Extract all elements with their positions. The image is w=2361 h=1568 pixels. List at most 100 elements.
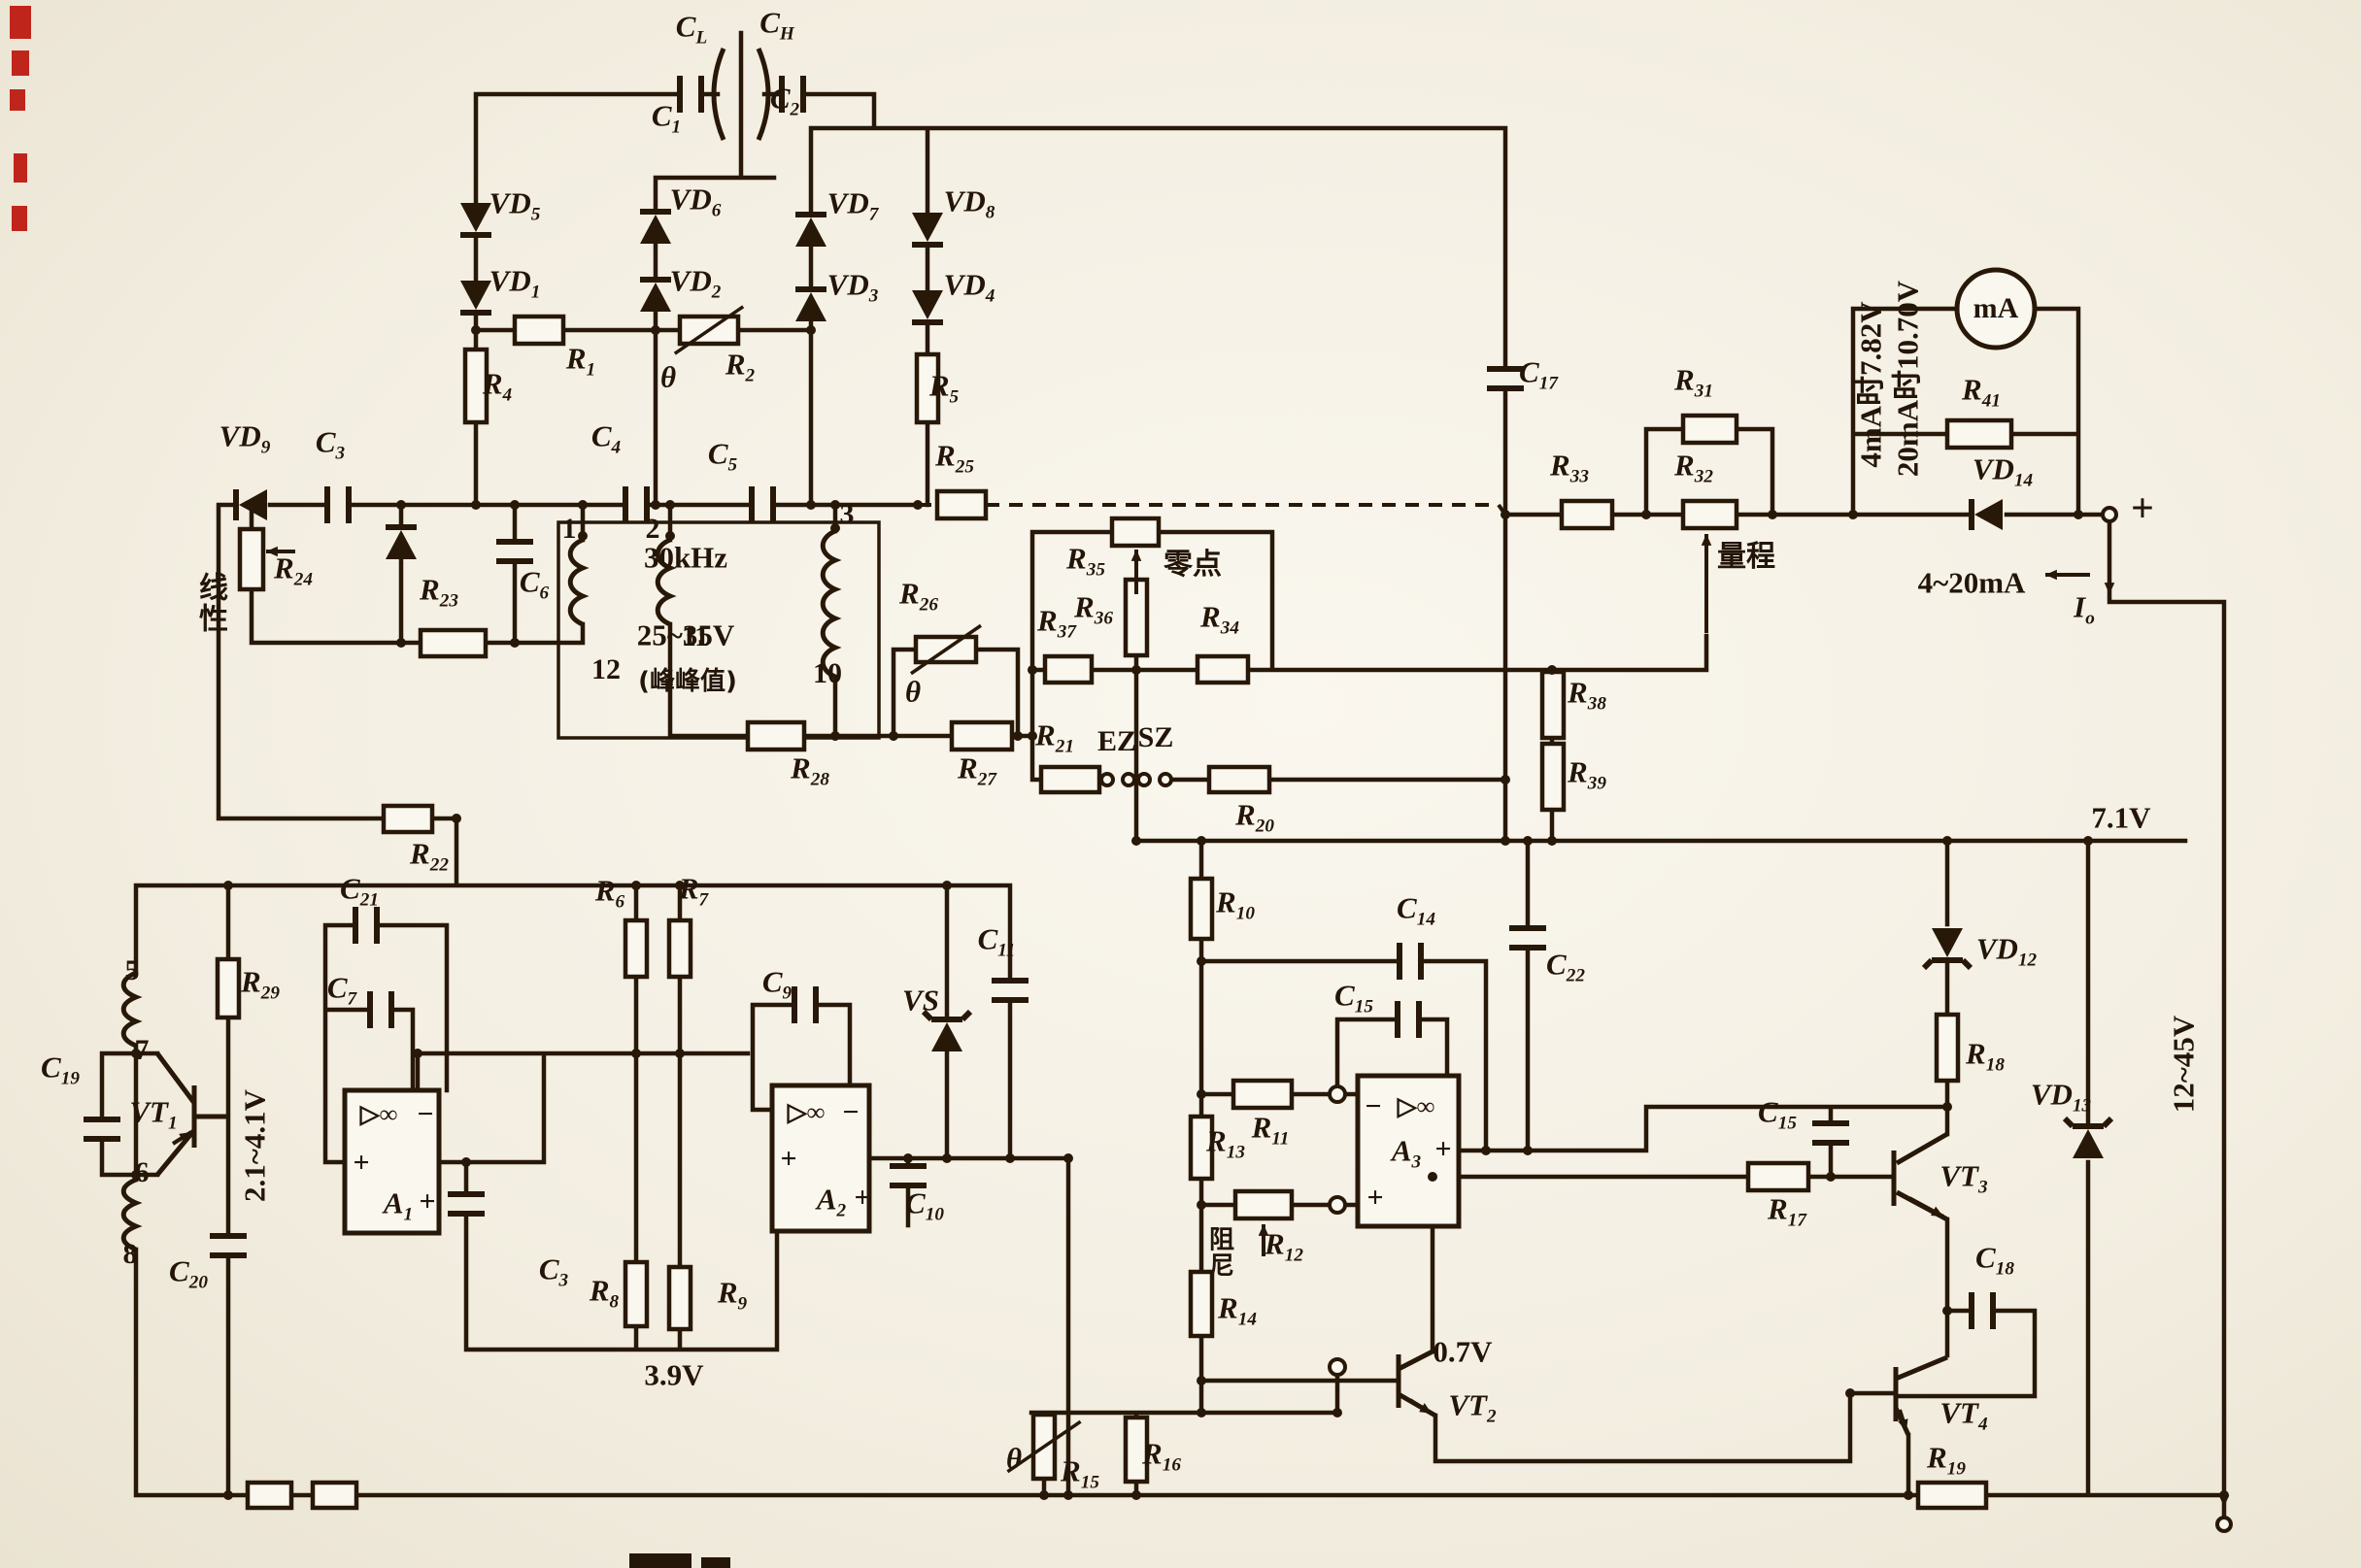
resistor-R6 bbox=[623, 917, 650, 980]
junction-dot-13 bbox=[396, 638, 406, 648]
arrow-wiper-R12 bbox=[1258, 1224, 1269, 1256]
junction-dot-42 bbox=[1768, 510, 1777, 519]
label-VT-1: VT1 bbox=[129, 1094, 178, 1134]
label-R-13: R13 bbox=[1206, 1123, 1245, 1163]
resistor-R31 bbox=[1680, 413, 1739, 446]
diode-VD13 bbox=[2062, 1116, 2114, 1158]
label-SZ: SZ bbox=[1137, 721, 1174, 753]
transformer-box bbox=[557, 520, 881, 740]
junction-dot-35 bbox=[1501, 775, 1510, 784]
label-A1-minus: − bbox=[417, 1098, 434, 1130]
capacitor-C7 bbox=[367, 991, 394, 1028]
junction-dot-46 bbox=[2083, 836, 2093, 846]
label-osc-note: (峰峰值) bbox=[638, 667, 737, 696]
resistor-R5 bbox=[914, 351, 941, 425]
junction-dot-22 bbox=[675, 1049, 685, 1058]
label-R-31: R31 bbox=[1674, 362, 1713, 402]
junction-dot-2 bbox=[806, 325, 816, 335]
diode-VD5 bbox=[460, 203, 491, 238]
label-pin-10: 10 bbox=[813, 657, 842, 689]
junction-dot-72 bbox=[1332, 1408, 1342, 1418]
label-R-26: R26 bbox=[899, 576, 938, 616]
label-R-37: R37 bbox=[1037, 603, 1076, 643]
label-A3-minus: − bbox=[1365, 1090, 1382, 1122]
junction-dot-16 bbox=[631, 881, 641, 890]
junction-dot-3 bbox=[471, 500, 481, 510]
label-VD-5: VD5 bbox=[489, 185, 541, 225]
diode-VD14 bbox=[1969, 499, 2003, 530]
label-C-3b: C3 bbox=[538, 1251, 569, 1291]
label-bus-v: 7.1V bbox=[2091, 800, 2151, 835]
junction-dot-48 bbox=[1826, 1172, 1836, 1182]
arrow-wiper-R32-span bbox=[1701, 534, 1712, 633]
label-C-18: C18 bbox=[1975, 1240, 2014, 1280]
label-A1-plus-in: + bbox=[353, 1147, 370, 1179]
label-C-2: C2 bbox=[769, 81, 800, 120]
label-R-11: R11 bbox=[1251, 1110, 1290, 1150]
arrow-emitter-VT3 bbox=[1908, 1196, 1944, 1218]
capacitor-C18 bbox=[1969, 1292, 1996, 1329]
label-VS: VS bbox=[902, 983, 939, 1018]
junction-dot-62 bbox=[1942, 1306, 1952, 1316]
junction-dot-32 bbox=[1131, 836, 1141, 846]
label-theta-R26: θ bbox=[904, 674, 922, 709]
capacitor-C3b bbox=[448, 1191, 485, 1217]
junction-dot-69 bbox=[578, 531, 588, 541]
junction-dot-70 bbox=[665, 531, 675, 541]
capacitor-C21 bbox=[353, 907, 380, 944]
label-R-9: R9 bbox=[717, 1275, 748, 1315]
label-VD-6: VD6 bbox=[669, 182, 722, 221]
junction-dot-66 bbox=[1013, 731, 1023, 741]
resistor-R7 bbox=[666, 917, 693, 980]
label-R-25: R25 bbox=[935, 438, 974, 478]
label-R-14: R14 bbox=[1218, 1290, 1257, 1330]
opamp-A3 bbox=[1355, 1073, 1462, 1229]
capacitive-sensor bbox=[711, 48, 771, 141]
junction-dot-4 bbox=[651, 500, 660, 510]
arrow-current-Io bbox=[2104, 550, 2115, 594]
junction-dot-23 bbox=[461, 1157, 471, 1167]
resistor-R22 bbox=[381, 803, 435, 835]
diode-VD4 bbox=[912, 290, 943, 325]
resistor-R40 bbox=[310, 1480, 359, 1511]
label-pin-12: 12 bbox=[591, 653, 621, 685]
capacitor-C3 bbox=[324, 486, 352, 523]
junction-dot-64 bbox=[830, 731, 840, 741]
label-pin-1: 1 bbox=[561, 513, 577, 545]
label-R-20: R20 bbox=[1235, 797, 1274, 837]
osc-coil-upper bbox=[120, 970, 143, 1049]
resistor-R28 bbox=[745, 719, 807, 752]
capacitor-C22 bbox=[1509, 925, 1546, 951]
label-linearity: 线 性 bbox=[199, 571, 228, 636]
label-I-o: Io bbox=[2074, 589, 2095, 629]
junction-dot-5 bbox=[806, 500, 816, 510]
label-C-21: C21 bbox=[340, 871, 379, 911]
label-C-5: C5 bbox=[707, 436, 738, 476]
label-osc-volt: 25~35V bbox=[636, 617, 735, 652]
label-R-41: R41 bbox=[1962, 372, 2001, 412]
capacitor-C4 bbox=[623, 486, 650, 523]
junction-dot-33 bbox=[1197, 836, 1206, 846]
transistor-VT1 bbox=[154, 1051, 228, 1177]
junction-dot-9 bbox=[830, 500, 840, 510]
label-R-29: R29 bbox=[241, 964, 280, 1004]
label-VD-3: VD3 bbox=[826, 267, 879, 307]
arrow-emitter-VT1 bbox=[171, 1130, 193, 1146]
label-VT-2: VT2 bbox=[1448, 1387, 1497, 1427]
label-R-33: R33 bbox=[1550, 448, 1589, 487]
label-R-23: R23 bbox=[420, 572, 458, 612]
junction-dot-34 bbox=[1501, 510, 1510, 519]
junction-dot-21 bbox=[631, 1049, 641, 1058]
junction-dot-7 bbox=[578, 500, 588, 510]
adjust-slash-R2 bbox=[673, 305, 745, 355]
label-C-6: C6 bbox=[519, 564, 550, 604]
label-C-H: CH bbox=[759, 5, 794, 45]
junction-dot-18 bbox=[942, 881, 952, 890]
label-A1-plus: + bbox=[419, 1185, 436, 1218]
label-plus: + bbox=[2131, 486, 2154, 531]
diode-VD10 bbox=[386, 524, 417, 559]
label-VD-4: VD4 bbox=[943, 267, 995, 307]
label-pin-2: 2 bbox=[645, 513, 660, 545]
label-vbe: 0.7V bbox=[1433, 1334, 1493, 1369]
junction-dot-20 bbox=[413, 1049, 422, 1058]
